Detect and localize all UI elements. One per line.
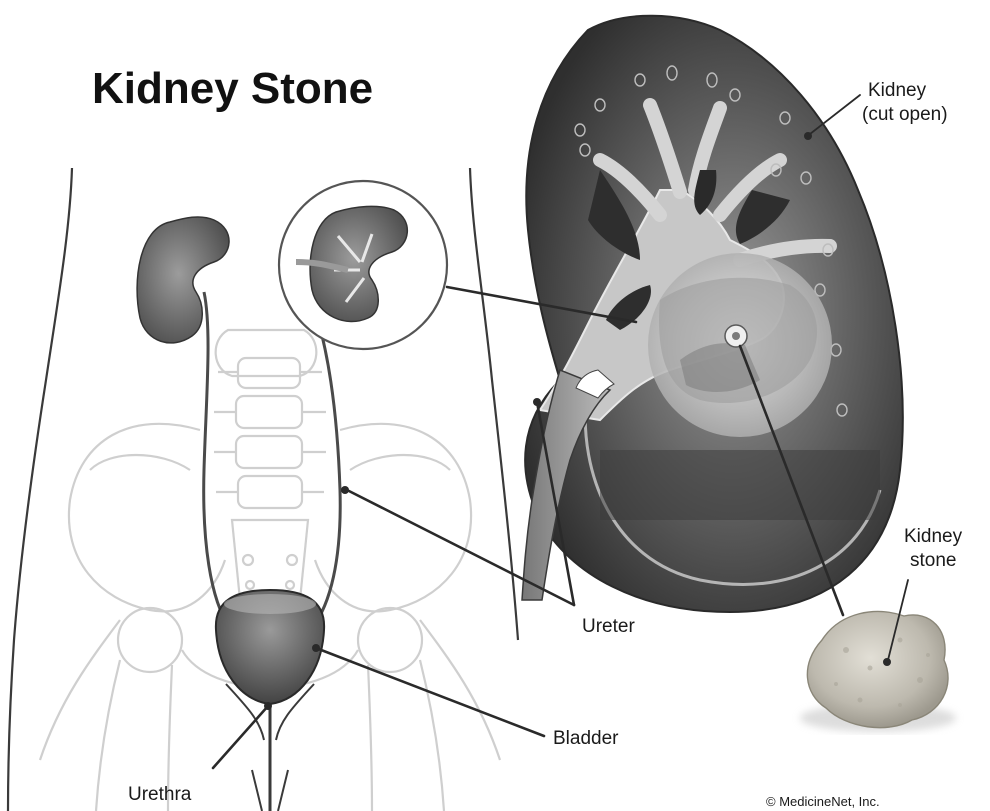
- label-kidney-line1: Kidney: [868, 80, 927, 101]
- label-ureter: Ureter: [582, 616, 635, 637]
- label-stone-line2: stone: [910, 550, 956, 571]
- spine: [214, 358, 326, 508]
- label-stone-line1: Kidney: [904, 526, 963, 547]
- diagram-title: Kidney Stone: [92, 64, 373, 113]
- label-urethra: Urethra: [128, 784, 192, 805]
- credit-text: © MedicineNet, Inc.: [766, 794, 880, 809]
- label-bladder: Bladder: [553, 728, 619, 749]
- label-kidney-line2: (cut open): [862, 104, 948, 125]
- magnified-kidney-circle: [279, 181, 447, 349]
- kidney-stone: [800, 611, 956, 732]
- ureters: [204, 292, 341, 628]
- left-kidney: [137, 217, 229, 343]
- bladder: [216, 590, 324, 704]
